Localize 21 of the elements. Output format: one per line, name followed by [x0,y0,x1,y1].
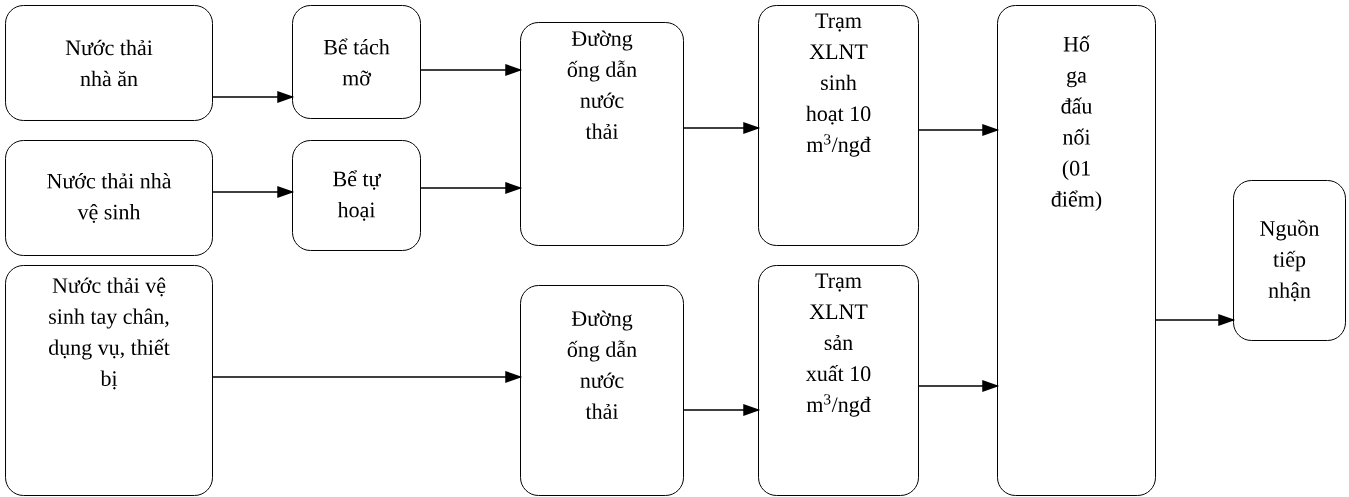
arrow [1155,313,1234,326]
arrow [420,63,521,76]
arrow [918,379,998,392]
arrow [420,181,521,194]
process-box: Trạm XLNT sản xuất 10 m$^{3}$/ngđ [758,265,919,496]
arrow [918,123,998,136]
arrow [683,403,759,416]
process-box: Nước thải nhà ăn [5,5,213,121]
arrow [212,185,293,198]
process-box: Đường ống dẫn nước thải [520,285,684,496]
process-box: Bể tách mỡ [292,5,421,119]
process-box: Trạm XLNT sinh hoạt 10 m$^{3}$/ngđ [758,5,919,246]
process-box: Nước thải vệ sinh tay chân, dụng vụ, thiết bị [5,265,213,496]
process-box: Hố ga đấu nối (01 điểm) [997,5,1156,496]
arrow [212,370,521,383]
process-box: Đường ống dẫn nước thải [520,22,684,246]
process-box: Nguồn tiếp nhận [1233,180,1346,341]
arrow [212,90,293,103]
process-box: Bể tự hoại [292,140,421,251]
process-box: Nước thải nhà vệ sinh [5,140,213,256]
arrow [683,121,759,134]
